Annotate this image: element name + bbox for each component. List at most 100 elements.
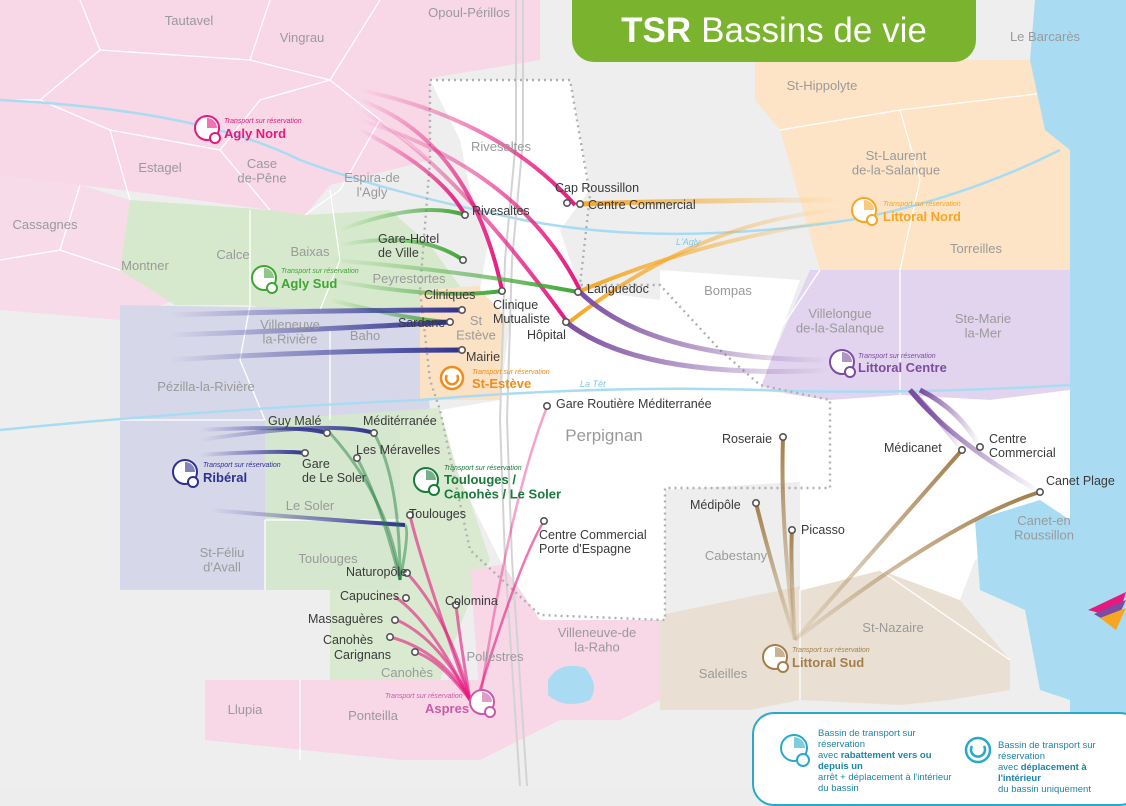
stop-label: Toulouges xyxy=(409,507,466,521)
ribbons-toulouges xyxy=(328,431,409,581)
stop-label: Hôpital xyxy=(527,328,566,342)
stop-label: Mairie xyxy=(466,350,500,364)
lake-raho xyxy=(548,665,594,704)
place-label: Rivesaltes xyxy=(471,139,531,154)
place-label: Estagel xyxy=(138,160,181,175)
zone-label-aspres: Aspres xyxy=(425,701,469,716)
ribbons-riberal xyxy=(169,307,463,527)
stop-label: Naturopôle xyxy=(346,565,407,579)
stop-markers xyxy=(300,199,1045,656)
title-bold: TSR xyxy=(621,11,692,50)
zone-label-littoral-sud: Littoral Sud xyxy=(792,655,864,670)
stop-label: Méditérranée xyxy=(363,414,437,428)
legend-item-rabattement: Bassin de transport sur réservation avec… xyxy=(818,728,952,794)
place-label: St-Hippolyte xyxy=(787,78,858,93)
stop-label: Médicanet xyxy=(884,441,942,455)
zone-label-riberal: Ribéral xyxy=(203,470,247,485)
ribbons-littoral-sud xyxy=(754,436,1041,642)
stop-label: Cliniques xyxy=(424,288,475,302)
zone-label-st-esteve: St-Estève xyxy=(472,376,531,391)
river-label: La Têt xyxy=(580,379,606,389)
stop-label: Guy Malé xyxy=(268,414,322,428)
sea xyxy=(1070,0,1126,786)
place-label: Le Soler xyxy=(286,498,335,513)
zone-labels: Agly Nord Agly Sud St-Estève Ribéral Tou… xyxy=(203,126,961,716)
zone-label-littoral-nord: Littoral Nord xyxy=(883,209,961,224)
lagoon-canet xyxy=(975,500,1070,700)
area-littoral-centre xyxy=(760,270,1070,410)
title-text: Bassins de vie xyxy=(701,11,927,50)
place-label: Cabestany xyxy=(705,548,768,563)
rsv-caption: Transport sur réservation xyxy=(472,369,550,376)
place-label: Vingrau xyxy=(280,30,325,45)
rsv-caption: Transport sur réservation xyxy=(858,353,936,360)
brand-logo xyxy=(1088,592,1126,630)
stop-label: Colomina xyxy=(445,594,498,608)
ribbons-agly-nord xyxy=(359,88,582,322)
zone-label-agly-nord: Agly Nord xyxy=(224,126,286,141)
place-label: Pézilla-la-Rivière xyxy=(157,379,255,394)
place-label: Llupia xyxy=(228,702,263,717)
map-title: TSR Bassins de vie xyxy=(572,0,976,62)
ribbons-littoral-nord xyxy=(566,197,841,325)
rsv-caption: Transport sur réservation xyxy=(385,693,463,700)
zone-label-littoral-centre: Littoral Centre xyxy=(858,360,947,375)
place-label: St-Nazaire xyxy=(862,620,923,635)
place-label: Canohès xyxy=(381,665,434,680)
area-agly-sud xyxy=(120,200,470,330)
place-label: Toulouges xyxy=(298,551,358,566)
stop-label: Les Méravelles xyxy=(356,443,440,457)
place-label: Opoul-Périllos xyxy=(428,5,510,20)
rsv-caption: Transport sur réservation xyxy=(792,647,870,654)
stop-label: Roseraie xyxy=(722,432,772,446)
stop-label: Carignans xyxy=(334,648,391,662)
rabattement-icon xyxy=(780,734,810,767)
place-label: Bompas xyxy=(704,283,752,298)
area-littoral-sud xyxy=(660,570,1010,710)
area-littoral-nord xyxy=(755,60,1070,270)
ribbons-aspres xyxy=(389,406,549,701)
place-label: Torreilles xyxy=(950,241,1003,256)
area-agly-nord-west xyxy=(0,175,175,320)
zone-areas xyxy=(0,0,1070,760)
rsv-caption: Transport sur réservation xyxy=(281,268,359,275)
rsv-caption: Transport sur réservation xyxy=(444,465,522,472)
rsv-caption: Transport sur réservation xyxy=(224,118,302,125)
place-label: Montner xyxy=(121,258,169,273)
stop-label: Canohès xyxy=(323,633,373,647)
place-label: Calce xyxy=(216,247,249,262)
area-st-esteve xyxy=(420,285,505,400)
stop-label: Rivesaltes xyxy=(472,204,530,218)
commune-labels: Tautavel Vingrau Opoul-Périllos Le Barca… xyxy=(12,5,1080,723)
place-label: Le Barcarès xyxy=(1010,29,1081,44)
stop-label: Massaguères xyxy=(308,612,383,626)
place-label: Pollestres xyxy=(466,649,524,664)
stop-label: Centre Commercial xyxy=(588,198,696,212)
place-label: Ponteilla xyxy=(348,708,399,723)
place-label: Peyrestortes xyxy=(373,271,446,286)
zone-label-agly-sud: Agly Sud xyxy=(281,276,337,291)
place-label: Cassagnes xyxy=(12,217,78,232)
legend-item-internal: Bassin de transport sur réservation avec… xyxy=(998,740,1096,795)
stop-label: Canet Plage xyxy=(1046,474,1115,488)
river-label: L'Agly xyxy=(676,237,701,247)
lagoon-barcares xyxy=(1030,0,1070,150)
zone-label-toulouges: Toulouges /Canohès / Le Soler xyxy=(444,472,561,501)
place-label: Baho xyxy=(350,328,380,343)
stop-label: Médipôle xyxy=(690,498,741,512)
stop-label: Sardane xyxy=(398,316,445,330)
